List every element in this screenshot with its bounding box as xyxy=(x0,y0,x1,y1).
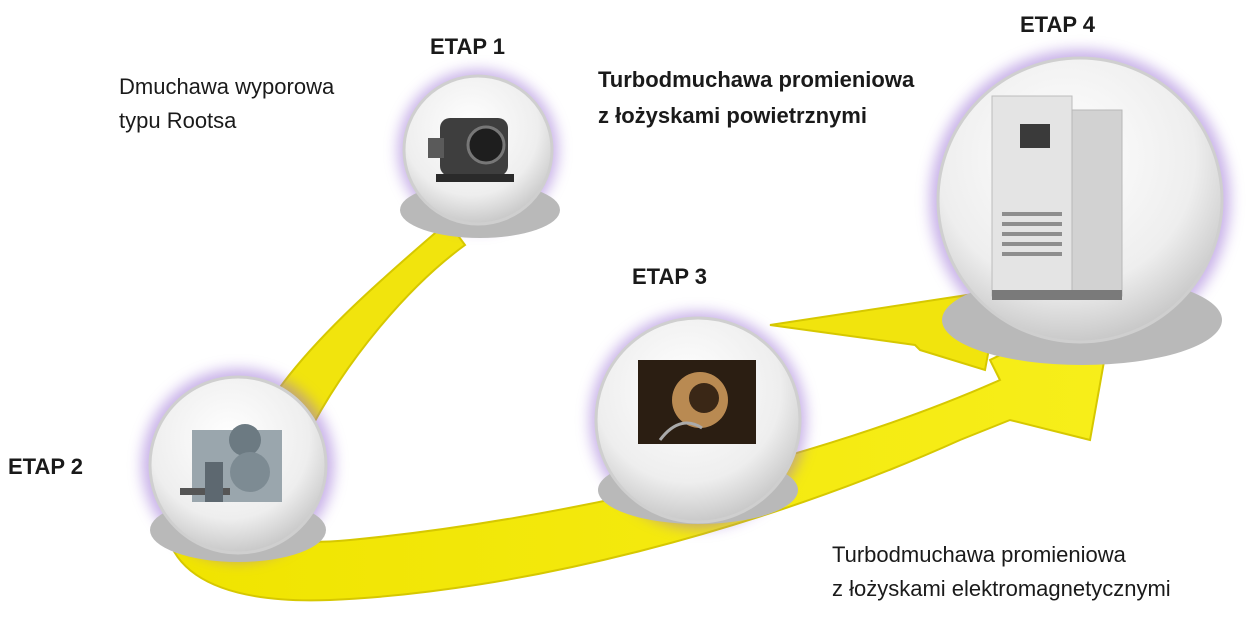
stage-1-caption: Dmuchawa wyporowa typu Rootsa xyxy=(119,70,334,138)
geared-turbo-blower-icon xyxy=(180,424,282,502)
stage-2-disc xyxy=(142,369,334,562)
stage-3-title: ETAP 3 xyxy=(632,264,707,289)
stage-1-caption-line-2: typu Rootsa xyxy=(119,108,237,133)
stage-3-caption: Turbodmuchawa promieniowa z łożyskami el… xyxy=(832,538,1171,606)
stage-1-disc xyxy=(398,70,560,238)
stage-4-caption-line-1: Turbodmuchawa promieniowa xyxy=(598,67,915,92)
progress-arrow xyxy=(164,220,1117,602)
stage-3-caption-line-1: Turbodmuchawa promieniowa xyxy=(832,542,1126,567)
air-bearing-turbo-blower-cabinet-icon xyxy=(991,95,1123,300)
stage-4-caption-line-2: z łożyskami powietrznymi xyxy=(598,103,867,128)
stage-1-caption-line-1: Dmuchawa wyporowa xyxy=(119,74,335,99)
stage-3-caption-line-2: z łożyskami elektromagnetycznymi xyxy=(832,576,1171,601)
roots-blower-icon xyxy=(428,118,514,182)
stage-4-caption: Turbodmuchawa promieniowa z łożyskami po… xyxy=(598,62,914,134)
stage-1-title: ETAP 1 xyxy=(430,34,505,59)
stage-4-title: ETAP 4 xyxy=(1020,12,1095,37)
stage-2-title: ETAP 2 xyxy=(8,454,83,479)
stage-4-disc xyxy=(930,50,1230,365)
stage-3-disc xyxy=(590,312,806,528)
magnetic-bearing-icon xyxy=(638,360,756,444)
